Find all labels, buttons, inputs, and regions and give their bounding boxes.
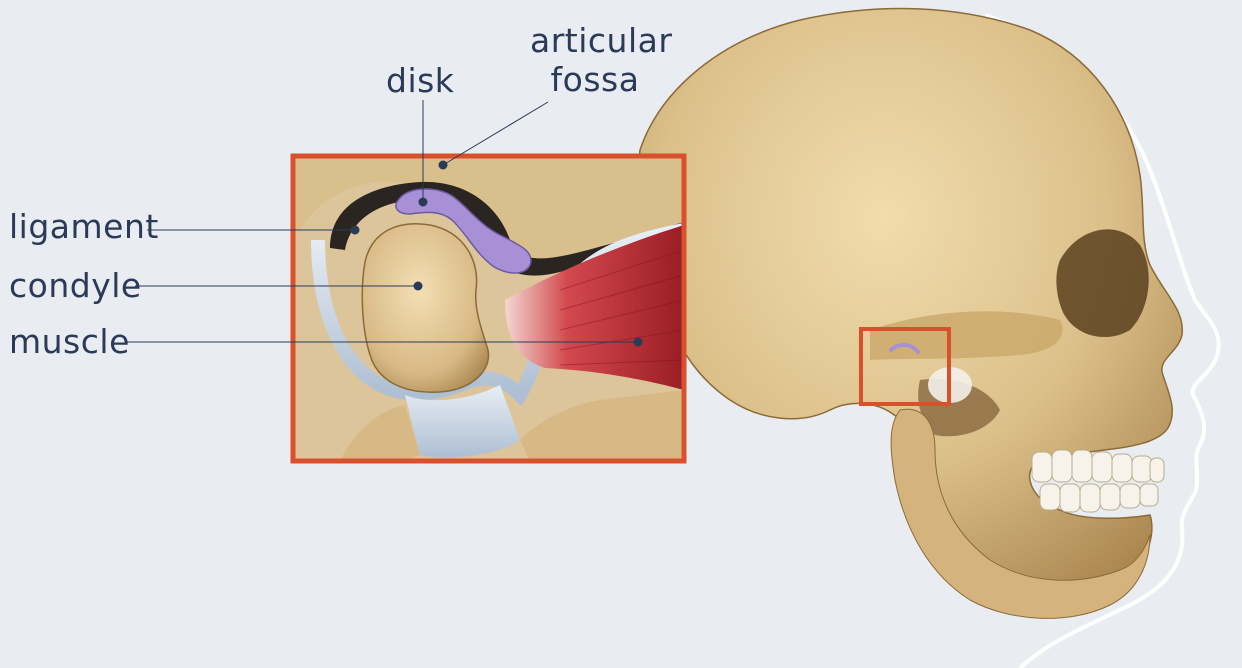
label-ligament: ligament: [9, 210, 159, 243]
label-disk: disk: [386, 64, 454, 97]
lower-teeth: [1040, 484, 1158, 512]
disk-dot: [419, 198, 428, 207]
articular-fossa-dot: [439, 161, 448, 170]
label-articular-fossa-line1: articular: [530, 24, 660, 57]
label-articular-fossa: articular fossa: [530, 24, 660, 96]
skull-illustration: [638, 9, 1219, 668]
ligament-dot: [351, 226, 360, 235]
label-muscle: muscle: [9, 325, 130, 358]
joint-inset: [293, 156, 684, 461]
muscle-dot: [634, 338, 643, 347]
condyle-dot: [414, 282, 423, 291]
label-articular-fossa-line2: fossa: [530, 63, 660, 96]
label-condyle: condyle: [9, 269, 142, 302]
